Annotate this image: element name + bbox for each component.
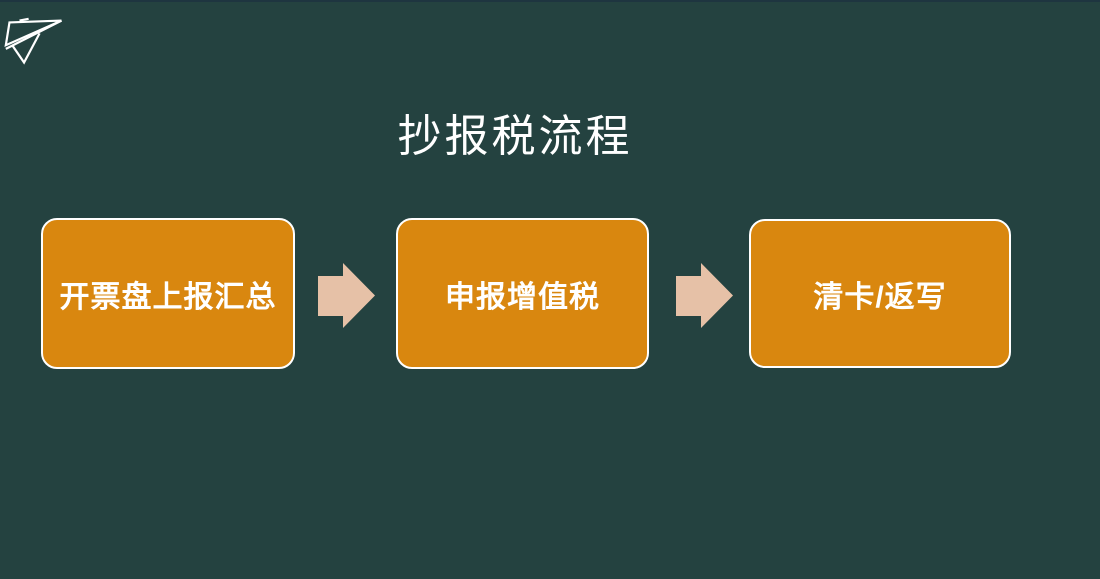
slide-title: 抄报税流程 bbox=[397, 112, 633, 161]
flow-step-label: 申报增值税 bbox=[445, 280, 600, 314]
right-arrow-icon bbox=[318, 263, 375, 328]
flow-step-label: 清卡/返写 bbox=[813, 280, 947, 314]
paper-plane-icon bbox=[4, 17, 62, 65]
right-arrow-icon bbox=[676, 263, 733, 328]
flow-step-invoice-disk-upload: 开票盘上报汇总 bbox=[41, 218, 295, 369]
flow-step-clear-card: 清卡/返写 bbox=[749, 219, 1011, 368]
flow-step-vat-declaration: 申报增值税 bbox=[396, 218, 649, 369]
flow-step-label: 开票盘上报汇总 bbox=[59, 280, 277, 314]
slide-top-edge bbox=[0, 0, 1100, 2]
